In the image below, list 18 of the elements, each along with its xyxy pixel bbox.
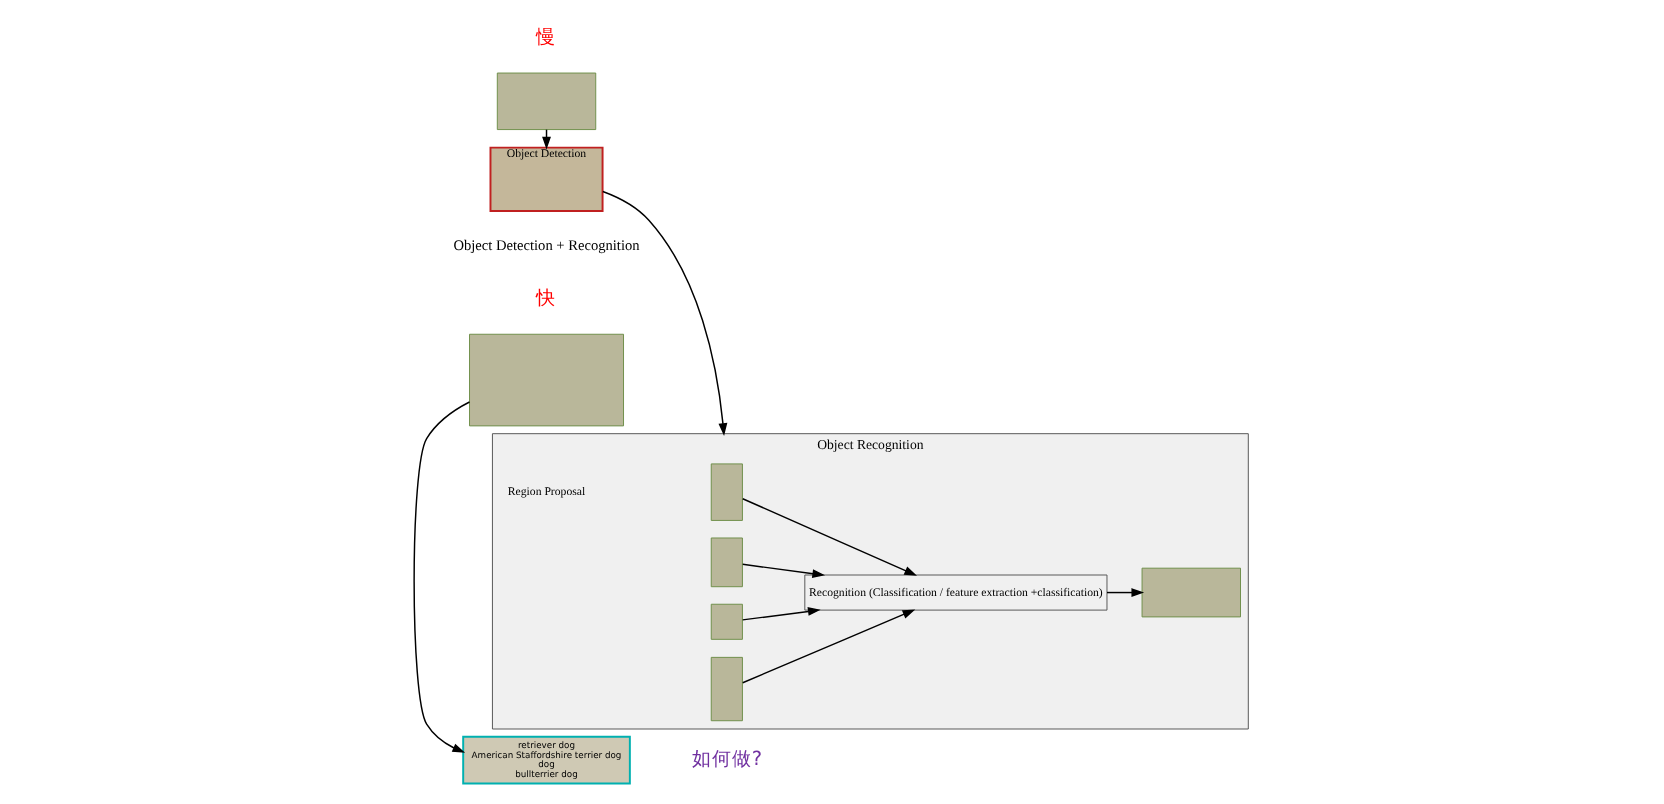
arrow bbox=[412, 401, 470, 753]
node-box bbox=[495, 72, 596, 131]
arrow bbox=[601, 190, 727, 436]
node-box bbox=[709, 603, 742, 640]
node-box bbox=[709, 463, 742, 521]
node-box bbox=[709, 656, 742, 722]
label: Object Detection + Recognition bbox=[452, 235, 639, 254]
node-box bbox=[1140, 567, 1240, 618]
arrow bbox=[741, 607, 820, 621]
arrow bbox=[741, 609, 915, 684]
arrow bbox=[1105, 588, 1144, 597]
arrow bbox=[741, 563, 825, 578]
label: 慢 bbox=[535, 26, 556, 49]
node-box bbox=[468, 333, 623, 427]
label: 如何做? bbox=[690, 749, 762, 772]
arrow bbox=[741, 498, 917, 576]
label: 快 bbox=[535, 288, 556, 311]
node-box bbox=[709, 537, 742, 588]
